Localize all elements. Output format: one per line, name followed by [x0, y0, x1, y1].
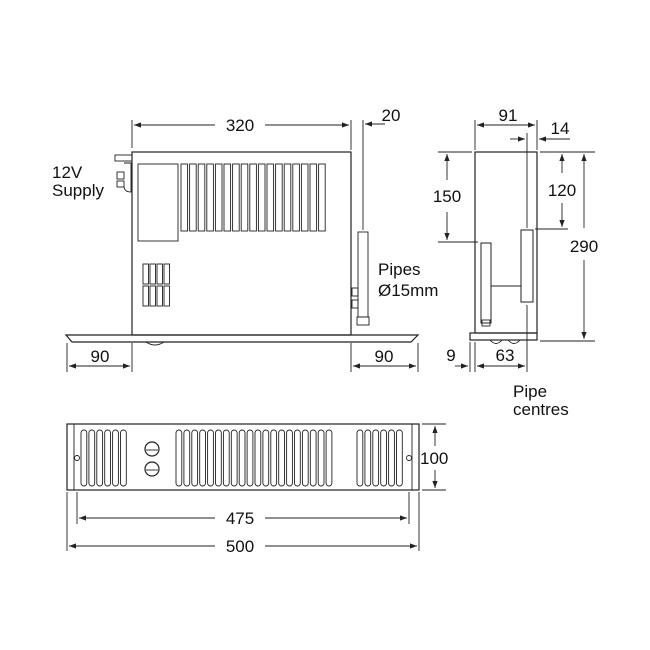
louver-slot: [80, 429, 88, 487]
louver-slot: [266, 163, 275, 232]
louver-slot: [120, 429, 127, 487]
louver-slot: [88, 429, 96, 487]
dim-90-right: 90: [375, 347, 394, 366]
dim-91: 91: [499, 106, 518, 125]
louver-slot: [317, 429, 325, 487]
louver-slot: [156, 285, 163, 307]
screw-hole: [406, 455, 412, 461]
front-louvers: [80, 429, 403, 487]
dim-100: 100: [420, 449, 448, 468]
louver-slot: [230, 429, 238, 487]
louver-slot: [142, 263, 149, 285]
louver-slot: [283, 163, 292, 232]
louver-slot: [215, 429, 222, 487]
rear-pipe: [480, 242, 492, 324]
dim-290: 290: [570, 237, 598, 256]
louver-slot: [380, 429, 387, 487]
louver-slot: [246, 429, 254, 487]
louver-slot: [372, 429, 380, 487]
louver-slot: [301, 429, 309, 487]
supply-connector: [114, 154, 133, 193]
front-view: 475 500 100: [66, 423, 448, 556]
supply-label: 12V: [52, 163, 83, 182]
louver-slot: [163, 263, 170, 285]
dim-120: 120: [548, 181, 576, 200]
louver-slot: [309, 163, 318, 232]
louver-slot: [142, 285, 149, 307]
end-view: 91 14 150 120 290 9 63 Pipe centres: [433, 106, 598, 419]
louver-slot: [149, 263, 156, 285]
louver-slot: [275, 163, 283, 232]
louver-slot: [254, 429, 262, 487]
louver-slot: [270, 429, 278, 487]
louver-slot: [232, 163, 240, 232]
dim-475: 475: [226, 509, 254, 528]
louver-slot: [156, 263, 163, 285]
louver-slot: [189, 163, 197, 232]
louver-slot: [163, 285, 170, 307]
side-view: 320 20 12V Supply Pipes Ø15mm 90 90: [52, 106, 438, 372]
pipes-diameter-label: Ø15mm: [378, 281, 438, 300]
dim-9: 9: [446, 346, 455, 365]
louver-slot: [249, 163, 257, 232]
control-knob: [144, 441, 160, 457]
louver-slot: [197, 163, 206, 232]
foot: [145, 341, 165, 346]
louver-slot: [292, 163, 300, 232]
dim-20: 20: [382, 106, 401, 125]
side-louvers: [180, 163, 326, 232]
louver-slot: [206, 163, 214, 232]
louver-slot: [300, 163, 309, 232]
louver-slot: [294, 429, 301, 487]
louver-slot: [149, 285, 156, 307]
louver-slot: [223, 163, 232, 232]
louver-slot: [278, 429, 285, 487]
dim-150: 150: [433, 187, 461, 206]
louver-slot: [388, 429, 395, 487]
pipe-side: [351, 231, 370, 326]
small-grill: [142, 263, 170, 307]
louver-slot: [214, 163, 223, 232]
louver-slot: [183, 429, 191, 487]
dim-90-left: 90: [91, 347, 110, 366]
front-pipe: [520, 229, 534, 303]
louver-slot: [112, 429, 119, 487]
louver-slot: [96, 429, 104, 487]
pipe-centres-label-2: centres: [513, 400, 569, 419]
screw-hole: [74, 455, 80, 461]
louver-slot: [104, 429, 111, 487]
dim-500: 500: [226, 537, 254, 556]
end-plinth: [469, 332, 538, 341]
louver-slot: [207, 429, 214, 487]
supply-label-2: Supply: [52, 181, 104, 200]
louver-slot: [222, 429, 230, 487]
pipe-centres-label: Pipe: [513, 382, 547, 401]
control-panel: [137, 163, 179, 242]
plinth: [64, 334, 420, 343]
louver-slot: [286, 429, 293, 487]
louver-slot: [180, 163, 189, 232]
louver-slot: [309, 429, 317, 487]
louver-slot: [199, 429, 206, 487]
dim-14: 14: [551, 119, 570, 138]
louver-slot: [191, 429, 199, 487]
pipes-label: Pipes: [378, 260, 421, 279]
louver-slot: [364, 429, 372, 487]
louver-slot: [325, 429, 333, 487]
louver-slot: [262, 429, 270, 487]
louver-slot: [318, 163, 326, 232]
dim-63: 63: [496, 346, 515, 365]
dim-320: 320: [226, 116, 254, 135]
louver-slot: [238, 429, 246, 487]
louver-slot: [396, 429, 403, 487]
louver-slot: [257, 163, 266, 232]
louver-slot: [356, 429, 364, 487]
front-grille: [66, 423, 420, 491]
louver-slot: [175, 429, 183, 487]
louver-slot: [240, 163, 249, 232]
control-knob: [144, 461, 160, 477]
